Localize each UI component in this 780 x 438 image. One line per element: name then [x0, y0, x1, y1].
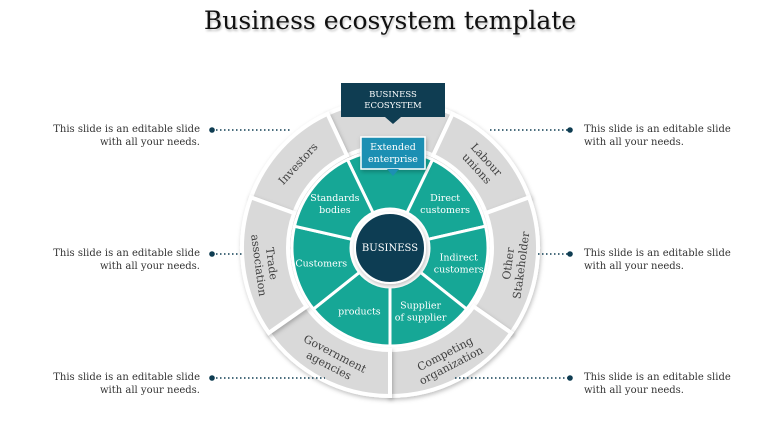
connector-dot: [567, 375, 573, 381]
connector-dot: [209, 251, 215, 257]
note-right-top: This slide is an editable slide with all…: [584, 124, 731, 148]
connector-dot: [209, 375, 215, 381]
note-connector: [209, 251, 242, 257]
page-title: Business ecosystem template: [203, 6, 577, 35]
note-connector: [209, 375, 325, 381]
center-label: BUSINESS: [362, 243, 418, 254]
connector-dot: [567, 251, 573, 257]
inner-label-customers: Customers: [295, 259, 347, 270]
connector-dot: [567, 127, 573, 133]
connector-dot: [209, 127, 215, 133]
note-left-top: This slide is an editable slide with all…: [53, 124, 200, 148]
inner-segment-standards-bodies: [292, 157, 376, 242]
outer-segment-trade-association: [240, 194, 310, 336]
note-connector: [209, 127, 292, 133]
note-right-middle: This slide is an editable slide with all…: [584, 248, 731, 272]
note-connector: [538, 251, 573, 257]
note-left-middle: This slide is an editable slide with all…: [53, 248, 200, 272]
note-left-bottom: This slide is an editable slide with all…: [53, 372, 200, 396]
outer-segment-investors: [248, 111, 350, 216]
inner-label-products: products: [338, 307, 381, 318]
center-business: BUSINESS: [352, 210, 428, 286]
note-connector: [455, 375, 573, 381]
note-connector: [490, 127, 573, 133]
note-right-bottom: This slide is an editable slide with all…: [584, 372, 731, 396]
